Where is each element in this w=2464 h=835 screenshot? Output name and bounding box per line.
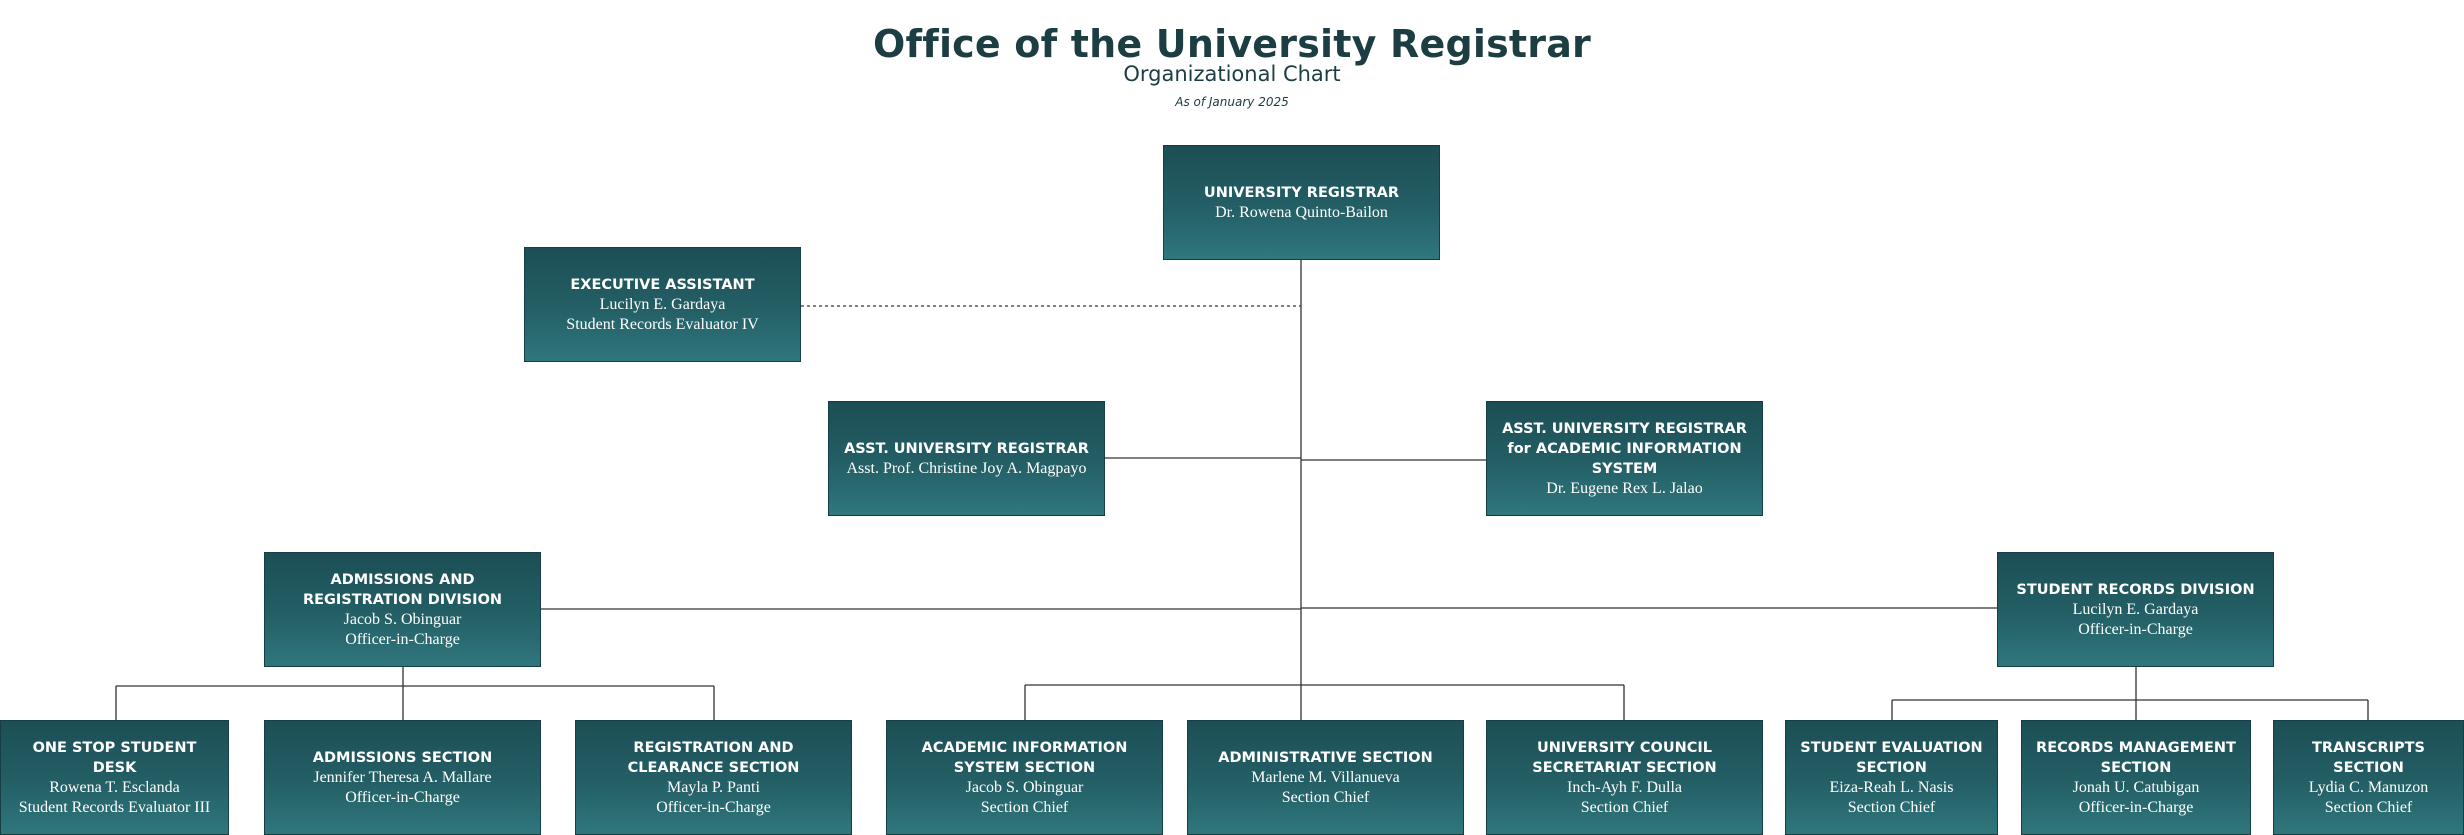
node-title: UNIVERSITY REGISTRAR <box>1203 184 1400 201</box>
node-name: Lucilyn E. Gardaya <box>2072 600 2199 618</box>
node-admissions-section: ADMISSIONS SECTION Jennifer Theresa A. M… <box>264 720 541 835</box>
as-of-date: As of January 2025 <box>1175 95 1289 109</box>
node-role: Student Records Evaluator III <box>18 798 211 816</box>
node-name: Rowena T. Esclanda <box>49 778 180 796</box>
node-name: Inch-Ayh F. Dulla <box>1566 778 1682 796</box>
page-title: Office of the University Registrar <box>872 22 1591 66</box>
node-role: Officer-in-Charge <box>656 798 771 816</box>
node-role: Student Records Evaluator IV <box>566 315 759 333</box>
node-asst-registrar-ais: ASST. UNIVERSITY REGISTRAR for ACADEMIC … <box>1486 401 1763 516</box>
node-name: Mayla P. Panti <box>667 778 760 796</box>
node-title: ADMINISTRATIVE SECTION <box>1218 749 1433 766</box>
node-title: STUDENT RECORDS DIVISION <box>2016 581 2255 598</box>
node-records-management-section: RECORDS MANAGEMENT SECTION Jonah U. Catu… <box>2021 720 2251 835</box>
node-title: RECORDS MANAGEMENT SECTION <box>2036 739 2236 776</box>
node-title: ASST. UNIVERSITY REGISTRAR for ACADEMIC … <box>1502 420 1747 477</box>
node-role: Section Chief <box>1281 788 1370 806</box>
node-title: EXECUTIVE ASSISTANT <box>570 276 755 293</box>
node-name: Jonah U. Catubigan <box>2072 778 2200 796</box>
node-title: UNIVERSITY COUNCIL SECRETARIAT SECTION <box>1532 739 1717 776</box>
node-role: Section Chief <box>1580 798 1669 816</box>
node-name: Lucilyn E. Gardaya <box>599 295 726 313</box>
node-name: Eiza-Reah L. Nasis <box>1829 778 1954 796</box>
node-asst-university-registrar: ASST. UNIVERSITY REGISTRAR Asst. Prof. C… <box>828 401 1105 516</box>
node-university-registrar: UNIVERSITY REGISTRAR Dr. Rowena Quinto-B… <box>1163 145 1440 260</box>
node-student-records-division: STUDENT RECORDS DIVISION Lucilyn E. Gard… <box>1997 552 2274 667</box>
node-administrative-section: ADMINISTRATIVE SECTION Marlene M. Villan… <box>1187 720 1464 835</box>
page-subtitle: Organizational Chart <box>1123 62 1341 86</box>
node-university-council-secretariat: UNIVERSITY COUNCIL SECRETARIAT SECTION I… <box>1486 720 1763 835</box>
node-role: Officer-in-Charge <box>345 630 460 648</box>
node-admissions-registration-division: ADMISSIONS AND REGISTRATION DIVISION Jac… <box>264 552 541 667</box>
node-title: ONE STOP STUDENT DESK <box>32 739 197 776</box>
node-name: Marlene M. Villanueva <box>1251 768 1400 786</box>
node-role: Section Chief <box>2324 798 2413 816</box>
node-name: Dr. Eugene Rex L. Jalao <box>1546 479 1703 497</box>
node-role: Officer-in-Charge <box>345 788 460 806</box>
node-title: ADMISSIONS AND REGISTRATION DIVISION <box>302 571 503 608</box>
node-executive-assistant: EXECUTIVE ASSISTANT Lucilyn E. Gardaya S… <box>524 247 801 362</box>
node-title: REGISTRATION AND CLEARANCE SECTION <box>627 739 800 776</box>
node-name: Jennifer Theresa A. Mallare <box>313 768 492 786</box>
node-role: Officer-in-Charge <box>2078 620 2193 638</box>
node-name: Lydia C. Manuzon <box>2308 778 2429 796</box>
node-transcripts-section: TRANSCRIPTS SECTION Lydia C. Manuzon Sec… <box>2273 720 2464 835</box>
node-name: Jacob S. Obinguar <box>343 610 462 628</box>
node-role: Section Chief <box>980 798 1069 816</box>
node-ais-section: ACADEMIC INFORMATION SYSTEM SECTION Jaco… <box>886 720 1163 835</box>
node-title: STUDENT EVALUATION SECTION <box>1800 739 1983 776</box>
node-name: Jacob S. Obinguar <box>965 778 1084 796</box>
node-one-stop-student-desk: ONE STOP STUDENT DESK Rowena T. Esclanda… <box>0 720 229 835</box>
node-title: ACADEMIC INFORMATION SYSTEM SECTION <box>921 739 1128 776</box>
node-title: ASST. UNIVERSITY REGISTRAR <box>844 440 1089 457</box>
node-title: TRANSCRIPTS SECTION <box>2311 739 2426 776</box>
node-student-evaluation-section: STUDENT EVALUATION SECTION Eiza-Reah L. … <box>1785 720 1998 835</box>
node-role: Section Chief <box>1847 798 1936 816</box>
node-role: Officer-in-Charge <box>2078 798 2194 816</box>
node-registration-clearance-section: REGISTRATION AND CLEARANCE SECTION Mayla… <box>575 720 852 835</box>
node-title: ADMISSIONS SECTION <box>312 749 493 766</box>
node-name: Asst. Prof. Christine Joy A. Magpayo <box>846 459 1087 477</box>
node-name: Dr. Rowena Quinto-Bailon <box>1215 203 1388 221</box>
